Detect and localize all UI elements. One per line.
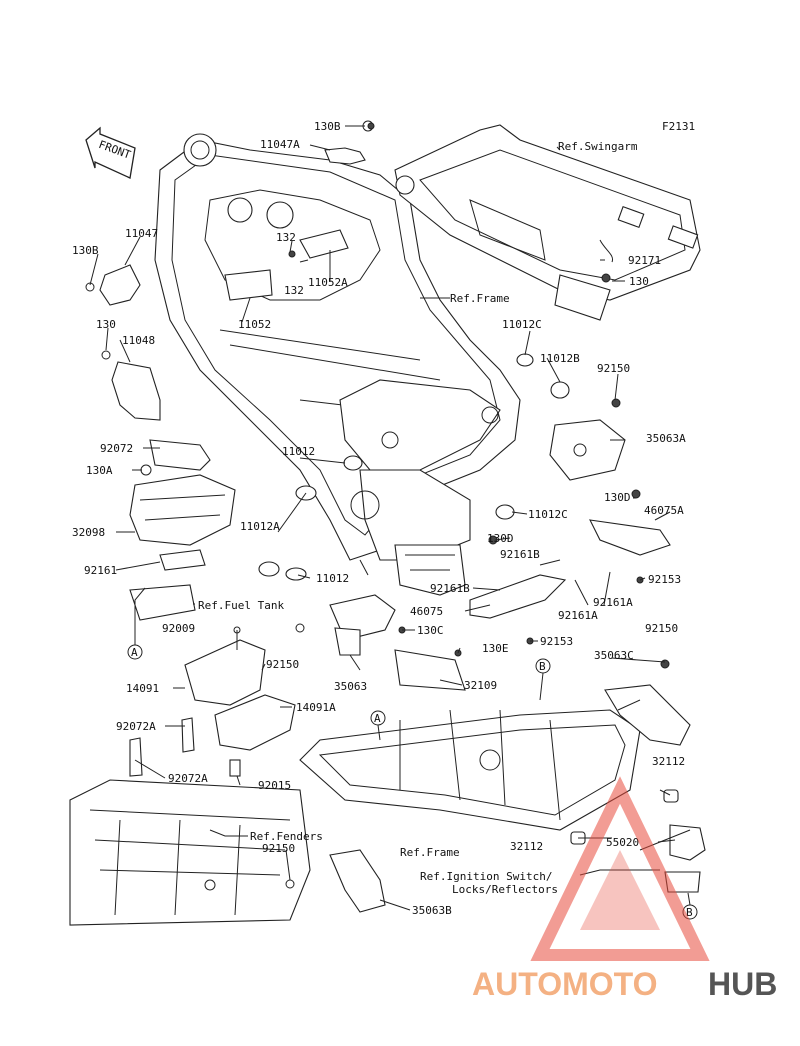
- label-132-a: 132: [276, 231, 296, 244]
- label-92072: 92072: [100, 442, 133, 455]
- label-92153-b: 92153: [540, 635, 573, 648]
- ref-ignition-2: Locks/Reflectors: [452, 883, 558, 896]
- label-11052: 11052: [238, 318, 271, 331]
- marker-a-mid: A: [370, 710, 386, 741]
- label-92161B-a: 92161B: [500, 548, 540, 561]
- label-130B-top: 130B: [314, 120, 341, 133]
- ref-frame-top: Ref.Frame: [450, 292, 510, 305]
- leader-lines: [89, 125, 691, 911]
- label-32098: 32098: [72, 526, 105, 539]
- label-92009: 92009: [162, 622, 195, 635]
- svg-text:B: B: [539, 660, 546, 673]
- label-11012C-b: 11012C: [528, 508, 568, 521]
- label-35063A: 35063A: [646, 432, 686, 445]
- label-92161A-b: 92161A: [593, 596, 633, 609]
- fender-assembly: [69, 779, 311, 926]
- sub-frame: [299, 649, 641, 831]
- label-130A: 130A: [86, 464, 113, 477]
- callout-labels: 130B 11047A 11047 130B 132 132 11052A 11…: [72, 120, 686, 917]
- label-92150-top: 92150: [597, 362, 630, 375]
- bracket-35063A: [549, 419, 626, 481]
- label-11052A: 11052A: [308, 276, 348, 289]
- bracket-35063C: [604, 684, 691, 746]
- watermark-logo-icon: [530, 776, 710, 961]
- label-11012-a: 11012: [282, 445, 315, 458]
- reference-labels: Ref.Swingarm Ref.Frame Ref.Fuel Tank Ref…: [198, 140, 638, 896]
- label-92161B-b: 92161B: [430, 582, 470, 595]
- label-92072A-b: 92072A: [168, 772, 208, 785]
- marker-a-left: A: [127, 644, 143, 660]
- label-130D-a: 130D: [487, 532, 514, 545]
- ref-fuel-tank: Ref.Fuel Tank: [198, 599, 284, 612]
- label-11047: 11047: [125, 227, 158, 240]
- label-132-b: 132: [284, 284, 304, 297]
- label-11012A: 11012A: [240, 520, 280, 533]
- watermark-text-1: AUTOMOTO: [472, 966, 657, 1002]
- label-11012B: 11012B: [540, 352, 580, 365]
- label-92161A-a: 92161A: [558, 609, 598, 622]
- label-92015: 92015: [258, 779, 291, 792]
- label-92150-r: 92150: [645, 622, 678, 635]
- ref-swingarm: Ref.Swingarm: [558, 140, 638, 153]
- label-46075: 46075: [410, 605, 443, 618]
- label-92072A-a: 92072A: [116, 720, 156, 733]
- label-32112-a: 32112: [652, 755, 685, 768]
- label-130-left: 130: [96, 318, 116, 331]
- reflector-55020: [664, 824, 706, 893]
- front-arrow-icon: FRONT: [85, 126, 136, 179]
- label-92171: 92171: [628, 254, 661, 267]
- bracket-11052: [224, 269, 273, 301]
- label-14091: 14091: [126, 682, 159, 695]
- bracket-11048: [101, 350, 161, 421]
- bracket-35063: [295, 594, 396, 656]
- label-46075A: 46075A: [644, 504, 684, 517]
- ref-fenders: Ref.Fenders: [250, 830, 323, 843]
- label-130-r: 130: [629, 275, 649, 288]
- label-11048: 11048: [122, 334, 155, 347]
- label-11047A: 11047A: [260, 138, 300, 151]
- watermark-text-2: HUB: [708, 966, 777, 1002]
- swingarm: [394, 124, 701, 321]
- ref-ignition-1: Ref.Ignition Switch/: [420, 870, 552, 883]
- figure-code: F2131: [662, 120, 695, 133]
- guard-14091: [184, 626, 296, 751]
- main-frame: [154, 133, 521, 596]
- bracket-11052A: [299, 229, 349, 259]
- label-130B-left: 130B: [72, 244, 99, 257]
- ref-frame-low: Ref.Frame: [400, 846, 460, 859]
- label-130C: 130C: [417, 624, 444, 637]
- label-92150-low: 92150: [262, 842, 295, 855]
- svg-text:B: B: [686, 906, 693, 919]
- rubber-rings: [258, 353, 570, 581]
- label-92150-mid: 92150: [266, 658, 299, 671]
- label-92153-a: 92153: [648, 573, 681, 586]
- label-130E: 130E: [482, 642, 509, 655]
- battery-case-32098: [129, 439, 236, 621]
- svg-text:A: A: [374, 712, 381, 725]
- svg-text:A: A: [131, 646, 138, 659]
- label-35063B: 35063B: [412, 904, 452, 917]
- label-11012C-a: 11012C: [502, 318, 542, 331]
- grab-rail-46075A: [589, 519, 671, 556]
- label-92161: 92161: [84, 564, 117, 577]
- label-130D-b: 130D: [604, 491, 631, 504]
- label-32112-b: 32112: [510, 840, 543, 853]
- marker-b-mid: B: [535, 658, 551, 701]
- label-55020: 55020: [606, 836, 639, 849]
- bracket-11047: [85, 264, 141, 306]
- label-14091A: 14091A: [296, 701, 336, 714]
- label-11012-b: 11012: [316, 572, 349, 585]
- label-35063C: 35063C: [594, 649, 634, 662]
- label-32109: 32109: [464, 679, 497, 692]
- grab-rail-46075: [469, 574, 567, 619]
- label-35063: 35063: [334, 680, 367, 693]
